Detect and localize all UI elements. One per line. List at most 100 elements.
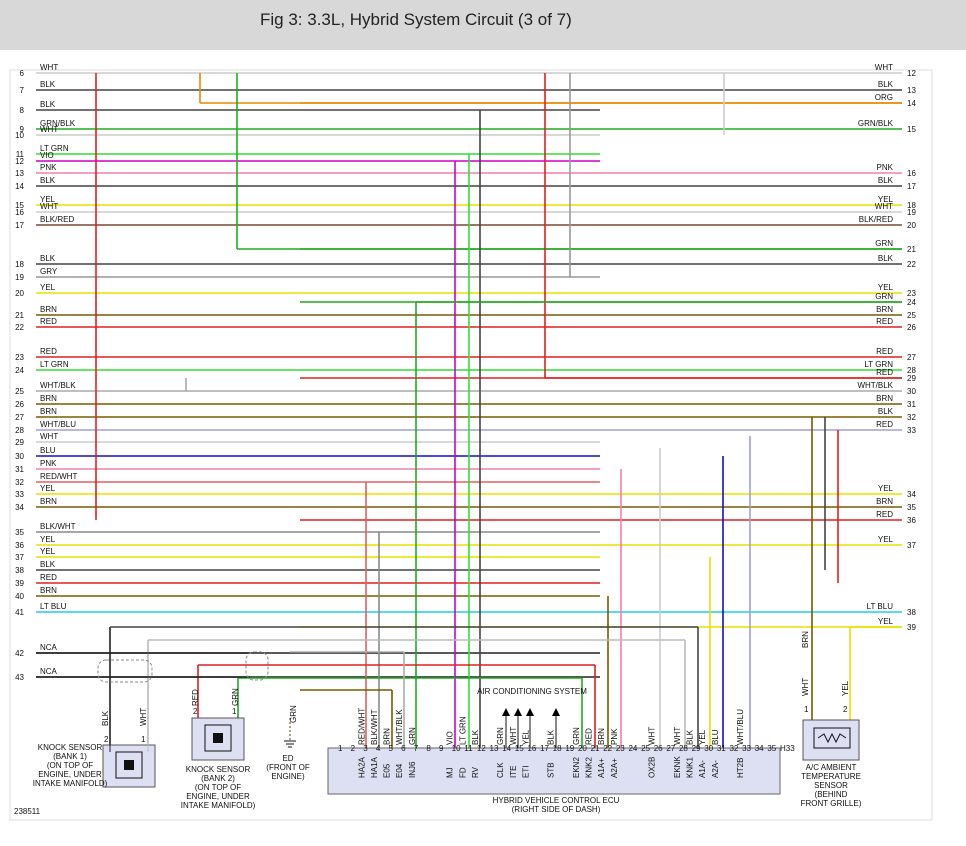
ecu-name: HYBRID VEHICLE CONTROL ECU bbox=[493, 796, 620, 805]
wire-color-label: NCA bbox=[40, 667, 58, 676]
left-pin-number: 6 bbox=[20, 69, 25, 78]
wire-color-label: WHT/BLU bbox=[40, 420, 76, 429]
wire-color-label: BLK bbox=[40, 80, 56, 89]
right-pin-number: 28 bbox=[907, 366, 916, 375]
svg-text:BLK: BLK bbox=[101, 710, 110, 726]
wire-color-label: BRN bbox=[876, 394, 893, 403]
svg-text:ED: ED bbox=[282, 754, 293, 763]
wire-color-label: YEL bbox=[878, 617, 894, 626]
wire-color-label: BRN bbox=[40, 586, 57, 595]
left-pin-number: 23 bbox=[15, 353, 24, 362]
right-pin-number: 36 bbox=[907, 516, 916, 525]
ac-sensor-body bbox=[802, 719, 860, 761]
figure-number: 238511 bbox=[14, 807, 41, 816]
ecu-pin-number: 7 bbox=[414, 744, 419, 753]
svg-text:2: 2 bbox=[193, 707, 198, 716]
right-pin-number: 21 bbox=[907, 245, 916, 254]
ecu-terminal-name: HT2B bbox=[736, 758, 745, 778]
wire-color-label: RED bbox=[876, 368, 893, 377]
svg-text:ENGINE, UNDER: ENGINE, UNDER bbox=[38, 770, 102, 779]
wire-color-label: WHT bbox=[40, 432, 58, 441]
ecu-pin-number: 4 bbox=[376, 744, 381, 753]
wire-color-label: BLU bbox=[40, 446, 56, 455]
wire-color-label: GRN bbox=[875, 239, 893, 248]
left-pin-number: 20 bbox=[15, 289, 24, 298]
right-pin-number: 26 bbox=[907, 323, 916, 332]
ecu-terminal-name: STB bbox=[547, 762, 556, 778]
wire-color-label: BLK bbox=[40, 560, 56, 569]
ac-ambient-temp-sensor: 1 2 WHT YEL BRN A/C AMBIENT TEMPERATURE … bbox=[801, 631, 862, 808]
ecu-pin-number: 11 bbox=[464, 744, 473, 753]
wire-color-label: LT GRN bbox=[40, 360, 69, 369]
left-pin-number: 42 bbox=[15, 649, 24, 658]
wire-color-label: BLK bbox=[878, 80, 894, 89]
ecu-terminal-name: RV bbox=[471, 766, 480, 778]
wire-color-label: PNK bbox=[877, 163, 894, 172]
ecu-terminal-name: ITE bbox=[509, 766, 518, 778]
wire-color-label: YEL bbox=[878, 195, 894, 204]
wire-color-label: RED bbox=[40, 317, 57, 326]
wire-color-label: ORG bbox=[875, 93, 893, 102]
svg-text:(ON TOP OF: (ON TOP OF bbox=[47, 761, 93, 770]
ecu-pin-number: 26 bbox=[654, 744, 663, 753]
left-pin-number: 14 bbox=[15, 182, 24, 191]
ecu-pin-number: 23 bbox=[616, 744, 625, 753]
wire-color-label: WHT bbox=[875, 63, 893, 72]
ecu-pin-wire-label: YEL bbox=[698, 729, 707, 745]
ecu-pin-number: 22 bbox=[603, 744, 612, 753]
wire-color-label: YEL bbox=[40, 195, 56, 204]
wire-color-label: LT GRN bbox=[864, 360, 893, 369]
right-pin-number: 13 bbox=[907, 86, 916, 95]
left-pin-number: 24 bbox=[15, 366, 24, 375]
svg-text:INTAKE MANIFOLD): INTAKE MANIFOLD) bbox=[33, 779, 108, 788]
right-pin-number: 16 bbox=[907, 169, 916, 178]
wire-color-label: BRN bbox=[40, 305, 57, 314]
svg-text:TEMPERATURE: TEMPERATURE bbox=[801, 772, 861, 781]
ecu-terminal-name: CLK bbox=[496, 762, 505, 778]
wire-color-label: GRN/BLK bbox=[40, 119, 76, 128]
wire-layer: 6WHT12WHT7BLK13BLK14ORG8BLK9GRN/BLK15GRN… bbox=[15, 63, 916, 682]
ecu-pin-wire-label: BRN bbox=[597, 728, 606, 745]
ecu-pin-wire-label: YEL bbox=[521, 729, 530, 745]
ecu-pin-number: 8 bbox=[426, 744, 431, 753]
svg-text:KNOCK SENSOR: KNOCK SENSOR bbox=[38, 743, 103, 752]
right-pin-number: 37 bbox=[907, 541, 916, 550]
wire-color-label: BLK bbox=[878, 176, 894, 185]
left-pin-number: 7 bbox=[20, 86, 25, 95]
ecu-pin-wire-label: BLU bbox=[711, 729, 720, 745]
right-pin-number: 33 bbox=[907, 426, 916, 435]
left-pin-number: 32 bbox=[15, 478, 24, 487]
ecu-pin-number: 30 bbox=[704, 744, 713, 753]
wire-color-label: YEL bbox=[40, 547, 56, 556]
ecu-pin-wire-label: GRN bbox=[496, 727, 505, 745]
left-pin-number: 43 bbox=[15, 673, 24, 682]
left-pin-number: 35 bbox=[15, 528, 24, 537]
wire-color-label: RED bbox=[876, 510, 893, 519]
ecu-terminal-name: ETI bbox=[521, 766, 530, 778]
wire-color-label: LT BLU bbox=[867, 602, 894, 611]
ecu-pin-number: 33 bbox=[742, 744, 751, 753]
wire-color-label: YEL bbox=[40, 484, 56, 493]
wire-color-label: PNK bbox=[40, 163, 57, 172]
ecu-pin-number: 28 bbox=[679, 744, 688, 753]
svg-text:BRN: BRN bbox=[801, 631, 810, 648]
right-pin-number: 22 bbox=[907, 260, 916, 269]
wire-color-label: WHT bbox=[40, 63, 58, 72]
svg-text:WHT: WHT bbox=[801, 678, 810, 696]
ecu-pin-wire-label: BLK bbox=[471, 729, 480, 745]
wire-color-label: RED bbox=[876, 420, 893, 429]
left-pin-number: 40 bbox=[15, 592, 24, 601]
ecu-terminal-name: EKN2 bbox=[572, 757, 581, 778]
right-pin-number: 30 bbox=[907, 387, 916, 396]
knock-sensor-bank1: 2 1 BLK WHT KNOCK SENSOR (BANK 1) (ON TO… bbox=[33, 708, 156, 788]
right-pin-number: 35 bbox=[907, 503, 916, 512]
right-pin-number: 27 bbox=[907, 353, 916, 362]
ecu-pin-number: 5 bbox=[389, 744, 394, 753]
ecu-terminal-name: E04 bbox=[395, 763, 404, 778]
wire-color-label: GRN bbox=[875, 292, 893, 301]
left-pin-number: 30 bbox=[15, 452, 24, 461]
right-pin-number: 29 bbox=[907, 374, 916, 383]
ecu-pin-number: 31 bbox=[717, 744, 726, 753]
ecu-pin-number: 25 bbox=[641, 744, 650, 753]
ecu-pin-wire-label: BLK bbox=[686, 729, 695, 745]
